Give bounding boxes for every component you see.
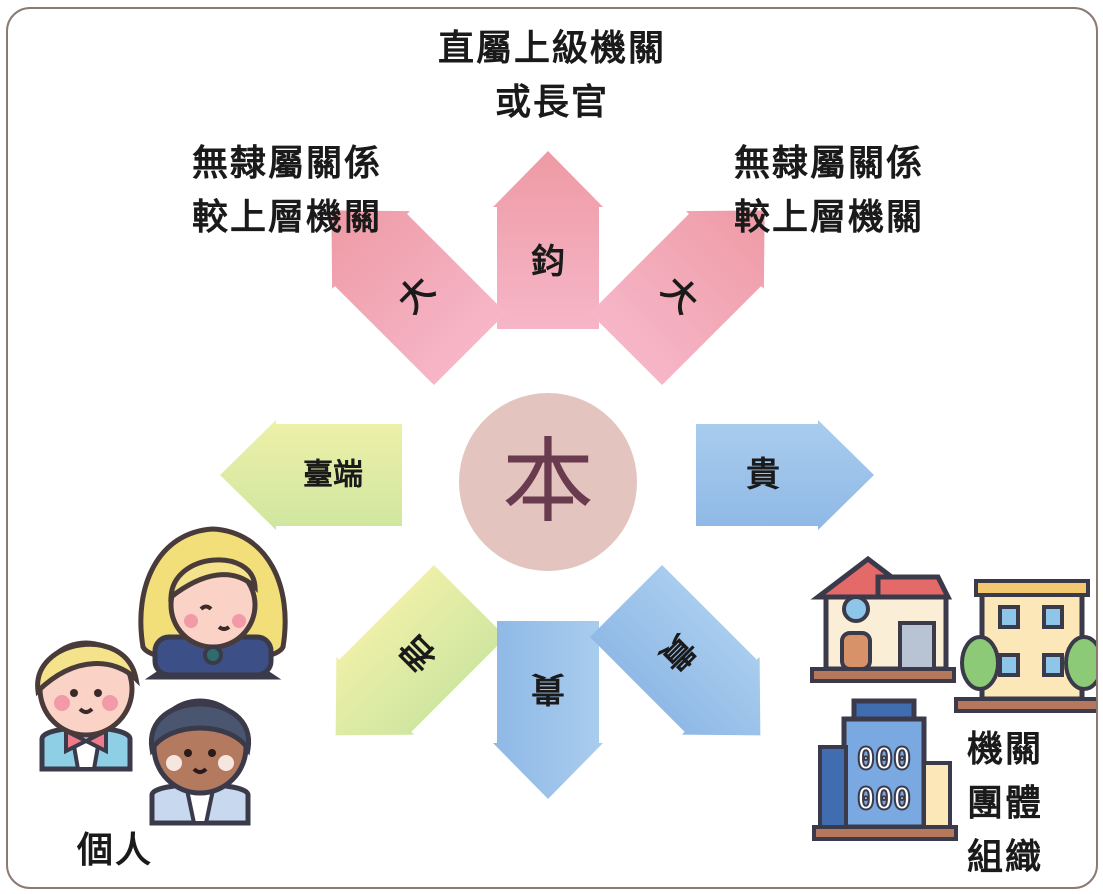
- arrow-label-up: 鈞: [531, 242, 565, 282]
- label-top-line2: 或長官: [494, 82, 609, 123]
- label-top-left: 無隸屬關係 較上層機關: [172, 137, 402, 245]
- label-individuals-line1: 個人: [76, 830, 153, 871]
- label-organizations: 機關 團體 組織: [960, 723, 1050, 885]
- arrow-right: 貴: [696, 420, 874, 530]
- label-organizations-line1: 機關: [966, 729, 1043, 770]
- arrow-shape: [220, 420, 402, 530]
- arrow-left: 臺端: [220, 420, 402, 530]
- label-top-line1: 直屬上級機關: [437, 28, 666, 69]
- svg-text:000: 000: [857, 782, 911, 817]
- man-dark-icon: [149, 698, 251, 826]
- arrow-down-left: 君: [335, 564, 507, 736]
- center-circle: [459, 393, 637, 571]
- people-icon-group: [35, 526, 288, 826]
- arrow-up-left: 大: [331, 210, 507, 386]
- arrow-shape: [589, 564, 761, 736]
- diagram-frame: 鈞大大臺端君貴貴貴 本: [6, 7, 1098, 889]
- center-label: 本: [502, 429, 594, 536]
- arrow-shape: [493, 621, 603, 799]
- house-icon: [810, 555, 956, 683]
- arrow-up-right: 大: [589, 210, 765, 386]
- arrow-down-right: 貴: [589, 564, 761, 736]
- label-top-right: 無隸屬關係 較上層機關: [714, 137, 944, 245]
- man-blond-icon: [35, 640, 140, 772]
- label-top-left-line2: 較上層機關: [191, 197, 382, 238]
- arrow-shape: [331, 210, 507, 386]
- center-node: 本: [459, 393, 637, 571]
- label-top: 直屬上級機關 或長官: [402, 22, 702, 130]
- arrow-down: 貴: [493, 621, 603, 799]
- office-tower-icon: 000 000: [812, 698, 958, 841]
- building-icon-group: 000 000: [810, 555, 1096, 841]
- apartment-icon: [954, 579, 1096, 713]
- arrow-label-left: 臺端: [303, 458, 363, 493]
- label-organizations-line2: 團體: [966, 783, 1043, 824]
- arrow-shape: [493, 151, 603, 329]
- arrow-shape: [696, 420, 874, 530]
- arrow-shape: [589, 210, 765, 386]
- label-individuals: 個人: [70, 824, 160, 878]
- woman-blond-icon: [138, 526, 288, 680]
- arrow-label-down: 貴: [531, 668, 565, 708]
- label-top-right-line1: 無隸屬關係: [733, 143, 924, 184]
- diagram-canvas: 鈞大大臺端君貴貴貴 本: [35, 151, 1096, 841]
- arrow-up: 鈞: [493, 151, 603, 329]
- label-top-left-line1: 無隸屬關係: [191, 143, 382, 184]
- svg-text:000: 000: [857, 742, 911, 777]
- arrow-label-right: 貴: [746, 455, 780, 495]
- label-organizations-line3: 組織: [966, 837, 1043, 878]
- arrow-group: 鈞大大臺端君貴貴貴: [220, 151, 874, 799]
- arrow-shape: [335, 564, 507, 736]
- label-top-right-line2: 較上層機關: [733, 197, 924, 238]
